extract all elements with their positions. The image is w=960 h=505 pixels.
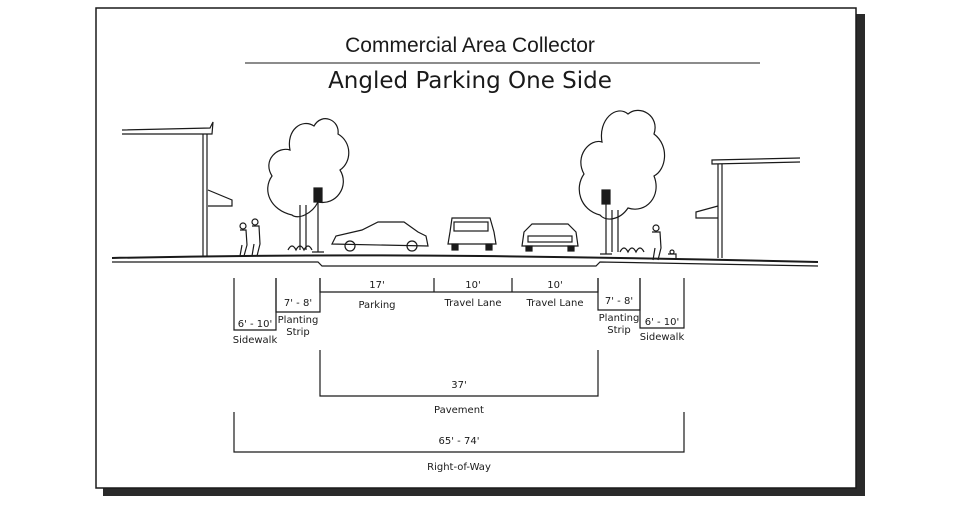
svg-text:Parking: Parking xyxy=(358,300,395,311)
svg-text:Travel Lane: Travel Lane xyxy=(525,298,583,309)
svg-text:65' - 74': 65' - 74' xyxy=(439,436,480,447)
left-planting-dimension: 7' - 8' Planting Strip xyxy=(275,278,321,338)
svg-text:7' - 8': 7' - 8' xyxy=(284,298,312,309)
left-street-lamp xyxy=(312,187,324,253)
left-shrubs xyxy=(287,245,313,252)
left-pedestrians xyxy=(239,218,261,257)
pavement-dimension: 37' Pavement xyxy=(319,350,599,416)
svg-text:6' - 10': 6' - 10' xyxy=(238,319,273,330)
travel-lane-car-front xyxy=(447,217,497,251)
right-sidewalk-dimension: 6' - 10' Sidewalk xyxy=(639,278,685,343)
svg-text:Sidewalk: Sidewalk xyxy=(640,332,685,343)
ground-line xyxy=(111,254,819,263)
diagram-title: Commercial Area Collector xyxy=(345,34,595,57)
svg-text:Planting: Planting xyxy=(599,313,640,324)
svg-text:17': 17' xyxy=(369,280,384,291)
right-of-way-dimension: 65' - 74' Right-of-Way xyxy=(233,412,685,473)
curb-line xyxy=(112,261,819,267)
svg-text:Sidewalk: Sidewalk xyxy=(233,335,278,346)
svg-text:7' - 8': 7' - 8' xyxy=(605,296,633,307)
diagram-subtitle: Angled Parking One Side xyxy=(328,68,612,94)
right-pedestrian xyxy=(652,224,677,261)
parked-car xyxy=(331,221,429,252)
svg-text:Strip: Strip xyxy=(607,325,631,336)
svg-text:Pavement: Pavement xyxy=(434,405,484,416)
svg-text:6' - 10': 6' - 10' xyxy=(645,317,680,328)
right-street-lamp xyxy=(600,189,612,255)
travel-lane-car-rear xyxy=(521,223,579,252)
frame xyxy=(95,7,857,489)
svg-text:10': 10' xyxy=(547,280,562,291)
svg-text:Travel Lane: Travel Lane xyxy=(443,298,501,309)
left-building xyxy=(121,121,233,256)
svg-text:Right-of-Way: Right-of-Way xyxy=(427,462,491,473)
svg-text:Strip: Strip xyxy=(286,327,310,338)
svg-text:10': 10' xyxy=(465,280,480,291)
right-shrubs xyxy=(619,247,645,254)
svg-text:37': 37' xyxy=(451,380,466,391)
right-tree xyxy=(578,109,666,252)
right-building xyxy=(695,157,801,258)
svg-text:Planting: Planting xyxy=(278,315,319,326)
